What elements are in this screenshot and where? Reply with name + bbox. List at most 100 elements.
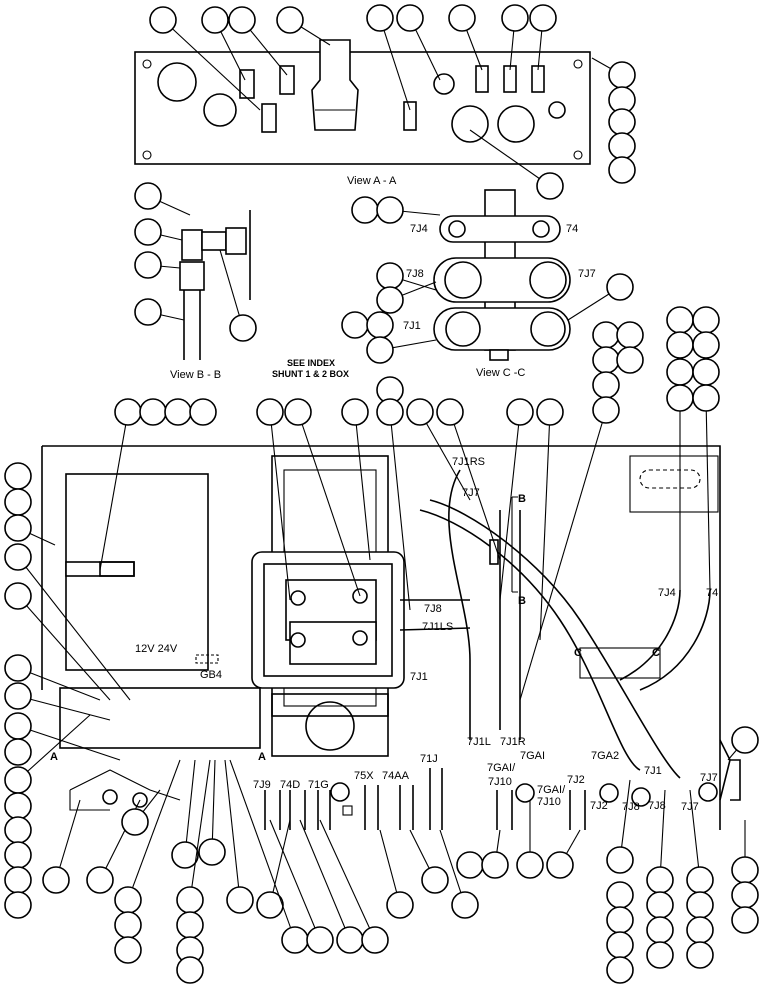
callout-balloon	[134, 251, 162, 279]
callout-balloon	[686, 866, 714, 894]
callout-balloon	[731, 856, 759, 884]
callout-balloon	[4, 582, 32, 610]
callout-balloon	[666, 331, 694, 359]
callout-balloon	[396, 4, 424, 32]
callout-balloon	[592, 321, 620, 349]
callout-balloon	[366, 4, 394, 32]
callout-balloon	[341, 398, 369, 426]
label-7j1-right: 7J1	[644, 765, 662, 777]
callout-balloon	[692, 358, 720, 386]
callout-balloon	[366, 311, 394, 339]
callout-balloon	[606, 273, 634, 301]
label-7j1: 7J1	[410, 671, 428, 683]
callout-balloon	[114, 398, 142, 426]
label-7j2-b: 7J2	[590, 800, 608, 812]
callout-balloon	[516, 851, 544, 879]
label-7ga2: 7GA2	[591, 750, 619, 762]
callout-balloon	[536, 172, 564, 200]
callout-balloon	[306, 926, 334, 954]
label-7j7: 7J7	[578, 268, 596, 280]
callout-balloon	[448, 4, 476, 32]
view-c-label: View C -C	[476, 367, 525, 379]
leader-line	[229, 759, 296, 941]
callout-balloon	[4, 488, 32, 516]
callout-balloon	[686, 916, 714, 944]
label-71j: 71J	[420, 753, 438, 765]
leader-line	[17, 667, 101, 701]
callout-balloon	[376, 262, 404, 290]
callout-balloon	[281, 926, 309, 954]
callout-balloon	[164, 398, 192, 426]
callout-balloon	[4, 712, 32, 740]
leader-line	[189, 759, 211, 901]
section-a-left: A	[50, 751, 58, 763]
leader-line	[499, 411, 521, 601]
view-b-fitting: View B - B	[170, 210, 251, 381]
leader-line	[17, 725, 121, 761]
callout-balloon	[686, 941, 714, 969]
callout-balloon	[529, 4, 557, 32]
callout-balloon	[616, 346, 644, 374]
label-7j1l: 7J1L	[467, 736, 491, 748]
label-7j10-a: 7J10	[488, 776, 512, 788]
callout-balloon	[4, 792, 32, 820]
callout-balloon	[229, 314, 257, 342]
callout-balloon	[351, 196, 379, 224]
leader-line	[269, 819, 291, 906]
leader-line	[269, 411, 291, 601]
label-gb4: GB4	[200, 669, 222, 681]
main-panel	[41, 445, 741, 830]
label-7j1: 7J1	[403, 320, 421, 332]
section-c-left: C	[574, 647, 582, 659]
leader-line	[354, 411, 371, 561]
callout-balloon	[376, 398, 404, 426]
callout-balloon	[481, 851, 509, 879]
leader-line	[17, 595, 111, 701]
callout-balloon	[114, 936, 142, 964]
note-line-2: SHUNT 1 & 2 BOX	[272, 369, 349, 379]
panel-labels: 7J1RS 7J7 B B 7J8 7J1LS 7J1 7J4 74 C C 1…	[50, 456, 718, 813]
label-74d: 74D	[280, 779, 300, 791]
leader-line	[705, 397, 711, 591]
leader-line	[389, 411, 411, 611]
callout-balloon	[692, 384, 720, 412]
callout-balloon	[376, 286, 404, 314]
leader-line	[99, 411, 129, 571]
section-c-right: C	[652, 647, 660, 659]
callout-balloon	[646, 941, 674, 969]
callout-balloon	[284, 398, 312, 426]
callout-balloon	[506, 398, 534, 426]
callout-balloon	[592, 371, 620, 399]
label-7gai-a: 7GAI/	[487, 762, 516, 774]
view-b-label: View B - B	[170, 369, 221, 381]
label-7j4-panel: 7J4	[658, 587, 676, 599]
leader-line	[379, 17, 411, 111]
callout-balloon	[646, 916, 674, 944]
callout-balloon	[608, 156, 636, 184]
callout-balloon	[606, 881, 634, 909]
callout-balloon	[4, 514, 32, 542]
callout-balloon	[256, 891, 284, 919]
label-7j7-top: 7J7	[462, 487, 480, 499]
callout-balloon	[4, 766, 32, 794]
label-7j7-right: 7J7	[700, 772, 718, 784]
callout-balloon	[121, 808, 149, 836]
leader-line	[539, 411, 551, 641]
callout-balloon	[139, 398, 167, 426]
label-74: 74	[566, 223, 578, 235]
callout-balloon	[666, 306, 694, 334]
callout-balloon	[666, 358, 694, 386]
callout-balloon	[4, 738, 32, 766]
label-7j8: 7J8	[406, 268, 424, 280]
view-a-panel: View A - A	[134, 39, 591, 187]
callout-balloon	[4, 543, 32, 571]
callout-balloon	[616, 321, 644, 349]
callout-balloon	[4, 462, 32, 490]
section-b-top: B	[518, 493, 526, 505]
label-7j8-b: 7J8	[622, 801, 640, 813]
callout-balloon	[646, 891, 674, 919]
callout-balloon	[501, 4, 529, 32]
leader-line	[519, 409, 607, 701]
callout-balloon	[176, 886, 204, 914]
